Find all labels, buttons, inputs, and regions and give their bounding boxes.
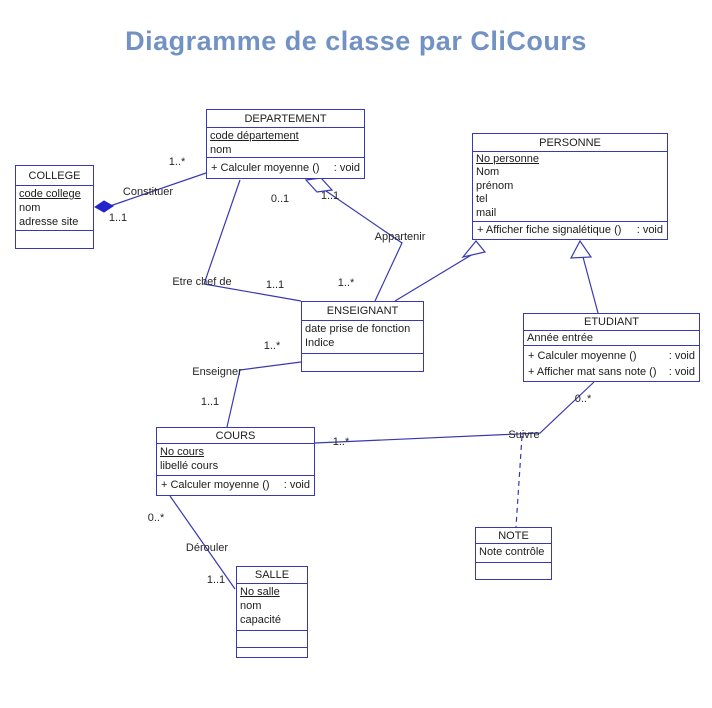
operation-signature: + Calculer moyenne () (528, 350, 637, 362)
association-etre-chef-line (203, 179, 302, 302)
attributes-compartment: code college nom adresse site (16, 186, 93, 230)
operation-return: : void (333, 162, 360, 174)
attributes-compartment: Note contrôle (476, 544, 551, 562)
composition-diamond (94, 200, 114, 213)
association-label-constituer: Constituer (122, 186, 174, 198)
attribute: libellé cours (160, 460, 219, 472)
attribute: Année entrée (527, 332, 594, 344)
class-etudiant: ETUDIANT Année entrée + Calculer moyenne… (523, 313, 700, 382)
class-title: DEPARTEMENT (207, 110, 364, 128)
attribute: nom (19, 202, 41, 214)
generalization-etudiant-arrowhead (569, 239, 593, 259)
class-salle: SALLE No salle nom capacité (236, 566, 308, 658)
attribute: nom (240, 600, 262, 612)
class-title: ENSEIGNANT (302, 302, 423, 321)
operation-signature: + Calculer moyenne () (211, 162, 320, 174)
operation: + Afficher fiche signalétique () : void (473, 223, 667, 238)
operation-return: : void (668, 366, 695, 378)
association-label-etre-chef-de: Etre chef de (172, 276, 232, 288)
multiplicity-cours-derouler: 0..* (147, 512, 165, 524)
generalization-etudiant-personne-line (582, 256, 599, 314)
operation: + Calculer moyenne () : void (524, 348, 699, 364)
attribute: nom (210, 144, 232, 156)
operations-compartment: + Calculer moyenne () : void (207, 157, 364, 178)
generalization-enseignant-personne-line (394, 253, 474, 302)
multiplicity-departement-constituer: 1..* (168, 156, 186, 168)
attribute: Nom (476, 166, 500, 179)
attribute: code college (19, 188, 81, 200)
attributes-compartment: code département nom (207, 128, 364, 157)
attributes-compartment: No salle nom capacité (237, 584, 307, 630)
multiplicity-departement-appartenir: 1..1 (320, 190, 340, 202)
multiplicity-departement-chef: 0..1 (270, 193, 290, 205)
multiplicity-college-constituer: 1..1 (108, 212, 128, 224)
association-label-suivre: Suivre (508, 429, 540, 441)
operation-return: : void (283, 479, 310, 491)
multiplicity-salle-derouler: 1..1 (206, 574, 226, 586)
operations-compartment: + Afficher fiche signalétique () : void (473, 221, 667, 239)
multiplicity-enseignant-chef: 1..1 (265, 279, 285, 291)
multiplicity-enseignant-enseigner: 1..* (263, 340, 281, 352)
attribute: code département (210, 130, 299, 142)
class-enseignant: ENSEIGNANT date prise de fonction Indice (301, 301, 424, 372)
operation-signature: + Calculer moyenne () (161, 479, 270, 491)
association-label-appartenir: Appartenir (374, 231, 426, 243)
attribute: No personne (476, 153, 539, 165)
operation-signature: + Afficher mat sans note () (528, 366, 657, 378)
operation: + Calculer moyenne () : void (207, 161, 364, 176)
association-appartenir-line (325, 190, 403, 302)
association-label-derouler: Dérouler (185, 542, 229, 554)
association-constituer-line (109, 172, 207, 207)
attributes-compartment: No personne Nom prénom tel mail (473, 152, 667, 221)
attribute: capacité (240, 614, 281, 626)
extra-compartment-empty (237, 647, 307, 657)
operations-compartment: + Calculer moyenne () : void + Afficher … (524, 345, 699, 381)
class-college: COLLEGE code college nom adresse site (15, 165, 94, 249)
operations-compartment-empty (476, 562, 551, 579)
operations-compartment-empty (302, 353, 423, 371)
attribute: Indice (305, 337, 335, 349)
operations-compartment-empty (237, 630, 307, 647)
multiplicity-etudiant-suivre: 0..* (574, 393, 592, 405)
attributes-compartment: No cours libellé cours (157, 444, 314, 475)
attribute: prénom (476, 179, 514, 192)
class-note: NOTE Note contrôle (475, 527, 552, 580)
multiplicity-cours-enseigner: 1..1 (200, 396, 220, 408)
class-title: COLLEGE (16, 166, 93, 186)
attribute: No cours (160, 446, 205, 458)
attribute: tel (476, 193, 488, 206)
operation: + Afficher mat sans note () : void (524, 364, 699, 380)
class-title: PERSONNE (473, 134, 667, 152)
association-derouler-line (169, 495, 236, 590)
attribute: date prise de fonction (305, 323, 411, 335)
operations-compartment: + Calculer moyenne () : void (157, 475, 314, 495)
class-departement: DEPARTEMENT code département nom + Calcu… (206, 109, 365, 179)
association-enseigner-line (226, 361, 302, 428)
generalization-enseignant-arrowhead (461, 240, 487, 258)
class-title: NOTE (476, 528, 551, 544)
class-title: SALLE (237, 567, 307, 584)
operations-compartment-empty (16, 230, 93, 249)
page-title: Diagramme de classe par CliCours (125, 26, 587, 56)
attributes-compartment: Année entrée (524, 331, 699, 345)
attribute: No salle (240, 586, 280, 598)
operation-return: : void (668, 350, 695, 362)
note-association-class-link (515, 435, 523, 528)
class-cours: COURS No cours libellé cours + Calculer … (156, 427, 315, 496)
association-suivre-line (314, 381, 595, 444)
operation: + Calculer moyenne () : void (157, 478, 314, 493)
class-title: ETUDIANT (524, 314, 699, 331)
attribute: adresse site (19, 216, 79, 228)
operation-signature: + Afficher fiche signalétique () (477, 224, 622, 236)
attribute: Note contrôle (479, 546, 545, 558)
multiplicity-enseignant-appartenir: 1..* (337, 277, 355, 289)
multiplicity-cours-suivre: 1..* (332, 436, 350, 448)
operation-return: : void (636, 224, 663, 236)
attributes-compartment: date prise de fonction Indice (302, 321, 423, 353)
class-personne: PERSONNE No personne Nom prénom tel mail… (472, 133, 668, 240)
association-label-enseigner: Enseigner (192, 366, 242, 378)
attribute: mail (476, 206, 497, 219)
class-title: COURS (157, 428, 314, 444)
